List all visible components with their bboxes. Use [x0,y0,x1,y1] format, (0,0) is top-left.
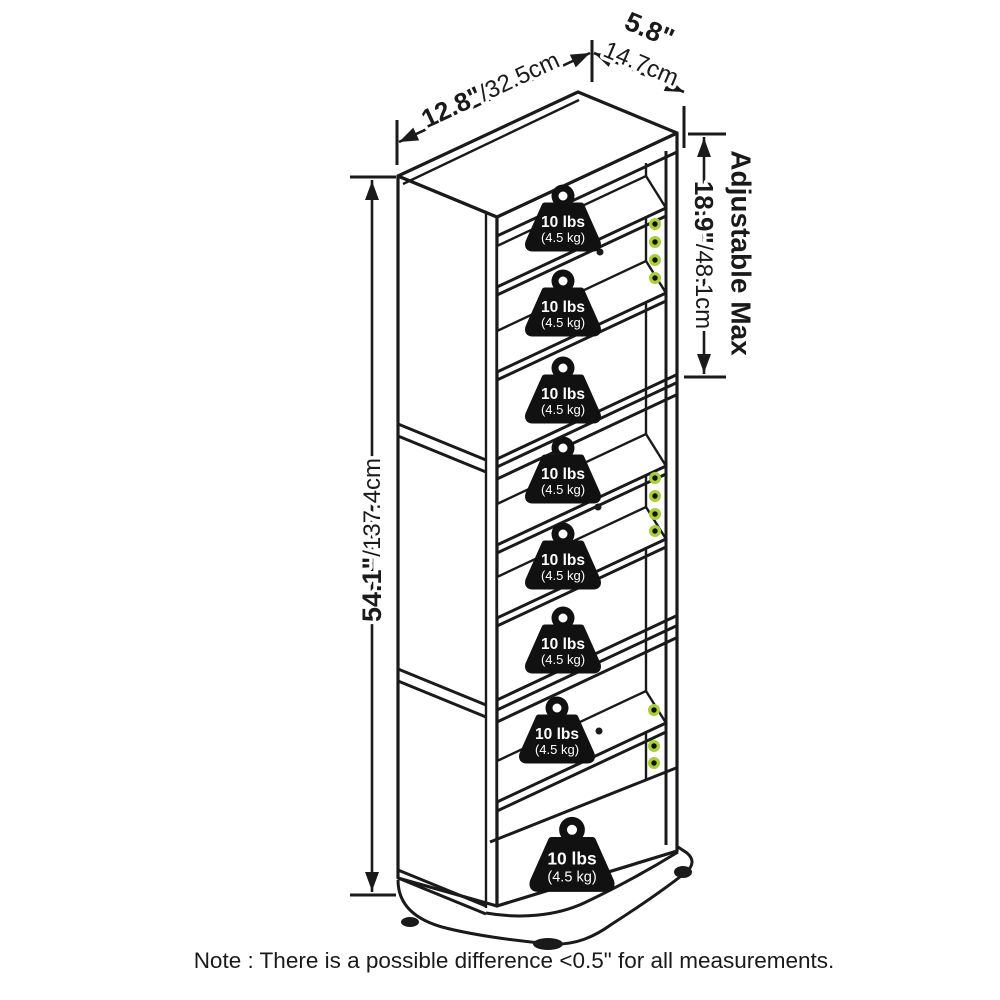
svg-text:(4.5 kg): (4.5 kg) [547,869,596,885]
foot [674,866,692,878]
weight-icon: 10 lbs (4.5 kg) [525,436,601,504]
weight-icon: 10 lbs (4.5 kg) [525,606,601,674]
adjustable-inches: 18.9" [689,181,719,244]
height-cm: /137.4cm [359,458,386,557]
side-panel-face [396,174,499,908]
svg-text:10 lbs: 10 lbs [541,214,585,231]
svg-text:(4.5 kg): (4.5 kg) [535,742,579,757]
weight-knob-hole [558,529,568,539]
weight-knob-hole [558,191,568,201]
svg-text:(4.5 kg): (4.5 kg) [541,402,585,417]
top-face-detail-line [402,98,580,186]
adjustable-cm: /48.1cm [691,244,718,329]
pin-hole-column-top [649,218,661,284]
weight-icon: 10 lbs (4.5 kg) [519,696,595,764]
weight-icon: 10 lbs (4.5 kg) [525,356,601,424]
weight-icon: 10 lbs (4.5 kg) [529,816,615,892]
foot [533,938,563,950]
pin-hole-column-middle [649,472,661,537]
width-inches: 12.8" [417,80,487,134]
top-face [396,90,679,219]
svg-text:(4.5 kg): (4.5 kg) [541,315,585,330]
svg-text:(4.5 kg): (4.5 kg) [541,568,585,583]
svg-text:(4.5 kg): (4.5 kg) [541,482,585,497]
width-cm: /32.5cm [475,47,564,108]
svg-text:10 lbs: 10 lbs [547,848,596,868]
weight-knob-hole [558,613,568,623]
weight-knob-hole [566,824,578,835]
side-panel-divider-bands [397,422,487,916]
cam-pin-dots [594,248,604,735]
svg-text:18.9"/48.1cm: 18.9"/48.1cm [689,181,719,329]
svg-text:10 lbs: 10 lbs [541,552,585,569]
svg-text:10 lbs: 10 lbs [535,726,579,743]
foot [401,917,419,927]
base-plinth [396,766,694,950]
svg-text:54.1"/137.4cm: 54.1"/137.4cm [357,458,387,622]
note-text: Note : There is a possible difference <0… [194,948,835,973]
adjustable-dimension: 18.9"/48.1cm Adjustable Max [684,132,757,379]
adjustable-max-label: Adjustable Max [726,150,757,356]
weight-icon: 10 lbs (4.5 kg) [525,269,601,337]
shelf-pin-holes [648,218,661,769]
svg-text:(4.5 kg): (4.5 kg) [541,230,585,245]
pin-hole-column-bottom [648,704,660,769]
svg-text:10 lbs: 10 lbs [541,299,585,316]
weight-knob-hole [552,703,562,713]
weight-icon: 10 lbs (4.5 kg) [525,184,601,252]
weight-knob-hole [558,363,568,373]
weight-knob-hole [558,276,568,286]
svg-text:10 lbs: 10 lbs [541,466,585,483]
weight-capacity-icons: 10 lbs (4.5 kg) 10 lbs (4.5 kg) 10 lbs (… [519,184,615,892]
height-dimension: 54.1"/137.4cm [350,175,396,897]
weight-icon: 10 lbs (4.5 kg) [525,522,601,590]
height-inches: 54.1" [357,557,387,622]
svg-text:10 lbs: 10 lbs [541,636,585,653]
weight-knob-hole [558,443,568,453]
svg-text:(4.5 kg): (4.5 kg) [541,652,585,667]
svg-text:10 lbs: 10 lbs [541,386,585,403]
